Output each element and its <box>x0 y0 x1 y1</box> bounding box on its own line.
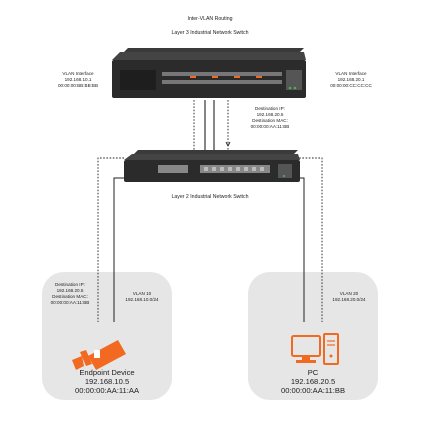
l3-right-interface-mac: 00:00:00:CC:CC:CC <box>330 83 372 88</box>
l3-right-interface-label: VLAN Interface <box>335 71 367 76</box>
vlan20-subnet: 192.168.20.0/24 <box>332 297 366 302</box>
l2-subtitle: Layer 2 Industrial Network Switch <box>171 194 249 200</box>
vlan10-subnet: 192.168.10.0/24 <box>125 297 159 302</box>
endpoint-ip: 192.168.10.5 <box>84 377 130 386</box>
trunk-arrow <box>225 141 231 147</box>
endpoint-mac: 00:00:00:AA:11:AA <box>74 386 140 395</box>
layer3-switch <box>112 48 306 98</box>
pc-name: PC <box>307 368 319 377</box>
vlan10-zone <box>42 272 172 400</box>
l3-right-interface-ip: 192.168.20.1 <box>337 77 365 82</box>
vlan10-label: VLAN 10 <box>132 291 152 296</box>
dest-center-ip-label: Destination IP: <box>255 106 285 111</box>
dest-left-mac-label: Destination MAC: <box>52 294 88 299</box>
vlan10-info: VLAN 10 192.168.10.0/24 <box>116 291 168 303</box>
endpoint-dotted-link <box>97 157 124 322</box>
dest-center-ip: 192.168.20.5 <box>256 112 284 117</box>
l3-left-interface-label: VLAN Interface <box>62 71 94 76</box>
dest-center-mac: 00:00:00:AA:11:BB <box>250 124 290 129</box>
layer2-switch <box>124 150 300 182</box>
vlan20-label: VLAN 20 <box>339 291 359 296</box>
pc-ip: 192.168.20.5 <box>290 377 336 386</box>
l3-left-interface: VLAN Interface 192.168.10.1 00:00:00:BB:… <box>50 71 106 89</box>
dest-left-ip-label: Destination IP: <box>55 282 85 287</box>
l3-left-interface-ip: 192.168.10.1 <box>64 77 92 82</box>
pc-link <box>290 177 305 322</box>
l3-right-interface: VLAN Interface 192.168.20.1 00:00:00:CC:… <box>320 71 382 89</box>
dest-center: Destination IP: 192.168.20.5 Destination… <box>242 106 298 130</box>
endpoint-name: Endpoint Device <box>79 368 135 377</box>
endpoint-link <box>113 177 128 322</box>
security-camera-icon <box>72 340 126 370</box>
l3-title: Inter-VLAN Routing <box>187 16 233 22</box>
pc-dotted-link <box>296 157 323 322</box>
dest-center-mac-label: Destination MAC: <box>252 118 288 123</box>
vlan20-info: VLAN 20 192.168.20.0/24 <box>322 291 376 303</box>
l3-subtitle: Layer 3 Industrial Network Switch <box>171 30 249 36</box>
dest-left-mac: 00:00:00:AA:11:BB <box>50 300 90 305</box>
dest-left: Destination IP: 192.168.20.5 Destination… <box>44 282 96 306</box>
pc-icon <box>291 333 339 365</box>
endpoint-info: Endpoint Device 192.168.10.5 00:00:00:AA… <box>52 368 162 395</box>
pc-info: PC 192.168.20.5 00:00:00:AA:11:BB <box>258 368 368 395</box>
l3-left-interface-mac: 00:00:00:BB:BB:BB <box>57 83 99 88</box>
pc-mac: 00:00:00:AA:11:BB <box>280 386 346 395</box>
dest-left-ip: 192.168.20.5 <box>56 288 84 293</box>
